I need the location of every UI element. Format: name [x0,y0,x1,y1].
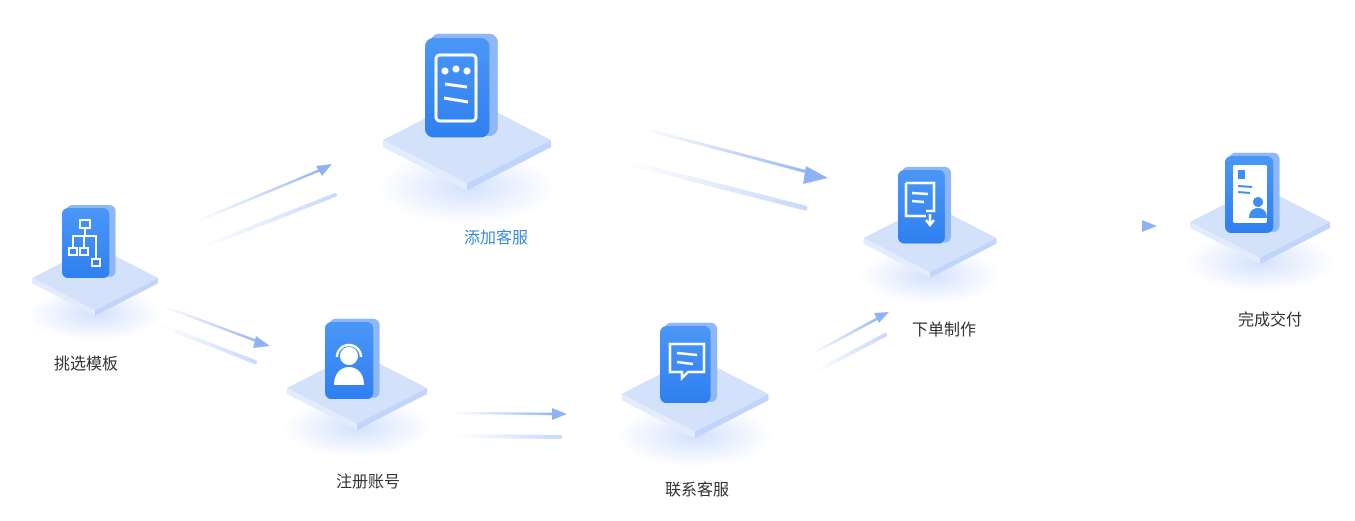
step-place-order[interactable] [858,166,1002,305]
step-label-contact-service: 联系客服 [664,480,730,499]
document-download-icon [904,181,936,228]
step-add-service[interactable] [377,33,557,224]
arrow-5-to-6 [1033,220,1157,249]
step-register-account[interactable] [282,318,432,458]
robot-chat-icon [434,53,478,123]
arrow-2-to-5 [622,126,828,211]
step-label-select-template: 挑选模板 [53,354,119,373]
sitemap-icon [68,219,101,267]
step-label-place-order: 下单制作 [911,320,977,339]
message-icon [668,342,706,382]
arrow-4-to-5 [809,312,889,374]
step-contact-service[interactable] [616,322,774,468]
headset-user-icon [334,343,364,385]
step-select-template[interactable] [27,205,163,341]
arrow-3-to-4 [451,408,567,439]
arrow-1-to-2 [194,164,337,250]
step-label-add-service: 添加客服 [463,228,529,247]
step-label-deliver: 完成交付 [1237,310,1303,329]
resume-certificate-icon [1233,165,1267,223]
step-deliver[interactable] [1185,152,1335,292]
arrow-1-to-3 [158,303,270,364]
step-label-register-account: 注册账号 [335,472,401,491]
